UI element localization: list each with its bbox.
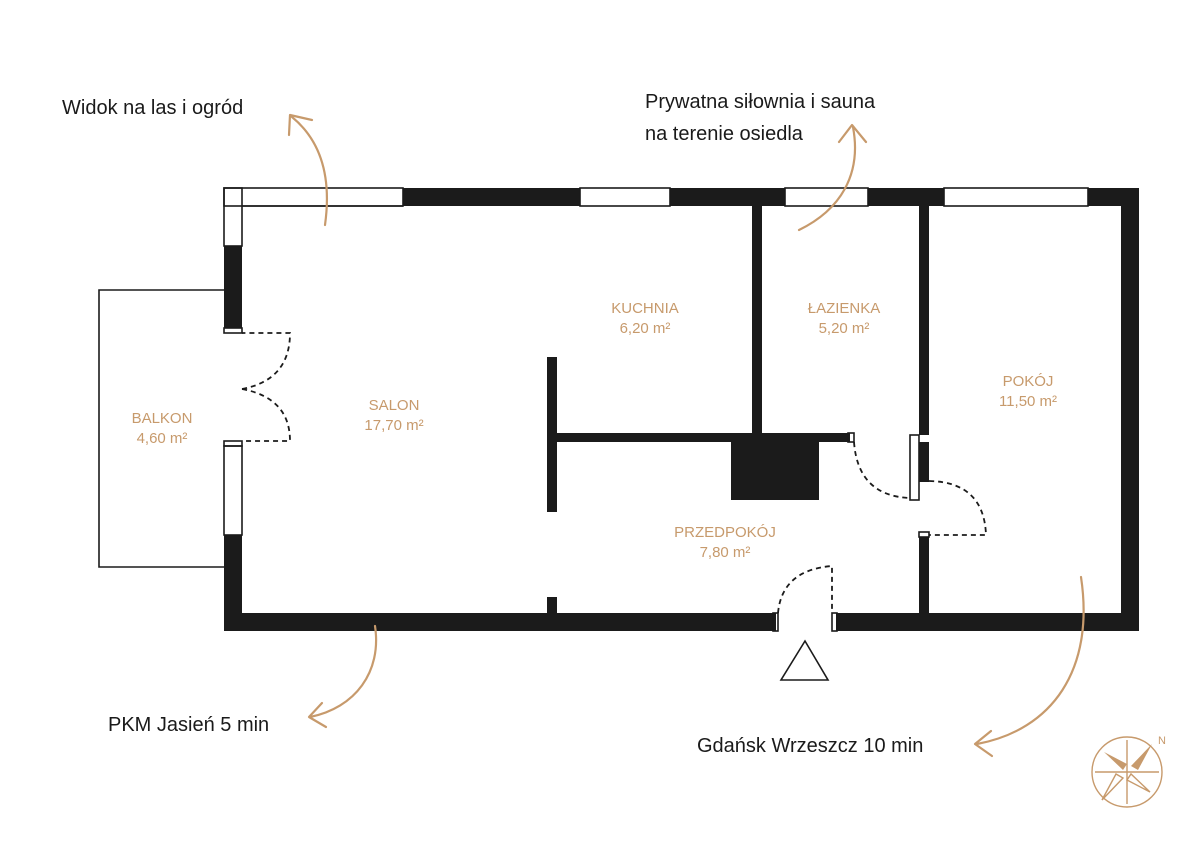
balcony-outline — [98, 289, 224, 568]
room-area-lazienka: 5,20 m² — [819, 320, 870, 337]
balcony-door-upper — [241, 332, 291, 390]
room-area-pokoj: 11,50 m² — [999, 393, 1057, 410]
arrow-gym — [797, 125, 857, 232]
compass-rose: N — [1091, 735, 1166, 808]
balcony-door-lower — [241, 388, 291, 442]
room-area-przedpokoj: 7,80 m² — [700, 544, 751, 561]
arrow-forest — [290, 115, 329, 227]
compass-north-label: N — [1158, 735, 1166, 747]
note-gym-line2: na terenie osiedla — [645, 123, 804, 145]
room-door — [928, 480, 987, 536]
entrance-marker — [779, 639, 830, 681]
note-pkm: PKM Jasień 5 min — [108, 714, 269, 736]
room-name-przedpokoj: PRZEDPOKÓJ — [674, 524, 776, 541]
room-area-kuchnia: 6,20 m² — [620, 320, 671, 337]
arrow-gym-head — [837, 123, 868, 144]
room-area-balkon: 4,60 m² — [137, 430, 188, 447]
room-name-lazienka: ŁAZIENKA — [808, 300, 881, 317]
arrow-forest-head — [287, 113, 314, 137]
arrow-pkm-head — [307, 701, 328, 729]
room-name-balkon: BALKON — [132, 410, 193, 427]
interior-walls — [547, 206, 930, 613]
room-area-salon: 17,70 m² — [364, 417, 423, 434]
bathroom-door — [853, 441, 911, 499]
note-gym-line1: Prywatna siłownia i sauna — [645, 91, 876, 113]
room-name-pokoj: POKÓJ — [1003, 373, 1054, 390]
note-forest-view: Widok na las i ogród — [62, 97, 243, 119]
entrance-door — [777, 565, 833, 614]
outer-walls — [224, 188, 1139, 631]
arrow-pkm — [308, 624, 378, 719]
room-name-salon: SALON — [369, 397, 420, 414]
room-name-kuchnia: KUCHNIA — [611, 300, 679, 317]
direction-arrows — [287, 113, 1085, 758]
windows — [223, 187, 1089, 632]
doors — [241, 332, 987, 614]
arrow-wrzeszcz — [975, 575, 1085, 746]
note-wrzeszcz: Gdańsk Wrzeszcz 10 min — [697, 735, 923, 757]
arrow-wrzeszcz-head — [973, 729, 994, 758]
